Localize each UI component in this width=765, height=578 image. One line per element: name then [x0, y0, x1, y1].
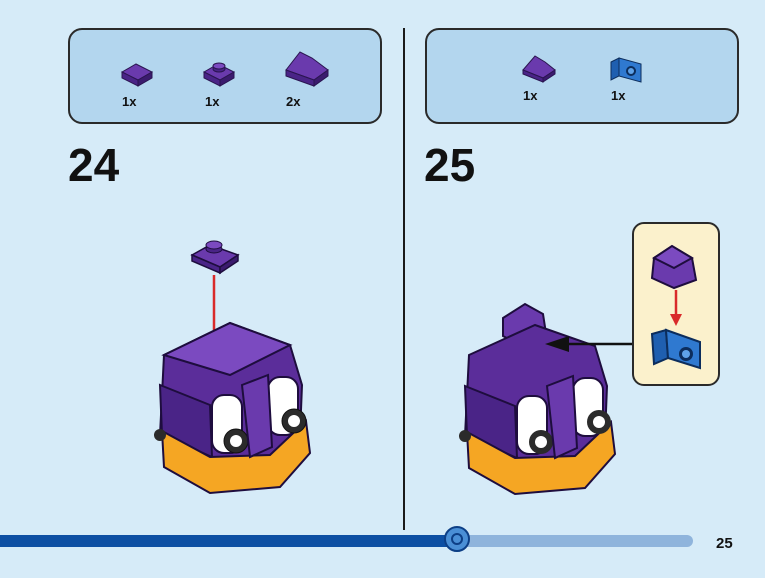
purple-slope-icon	[522, 55, 556, 83]
qty-label: 1x	[122, 94, 137, 109]
qty-label: 1x	[611, 88, 626, 103]
progress-fill	[0, 535, 457, 547]
purple-slope-icon	[650, 244, 698, 290]
qty-label: 1x	[205, 94, 220, 109]
purple-plate-1x1-icon	[190, 240, 240, 275]
purple-plate-1x1-icon	[202, 62, 236, 87]
step-number-24: 24	[68, 139, 120, 191]
qty-label: 2x	[286, 94, 301, 109]
sub-assembly-callout	[632, 222, 720, 386]
placement-arrow	[670, 290, 682, 326]
progress-knob	[444, 526, 470, 552]
parts-box-step-25: 1x 1x	[425, 28, 739, 124]
blue-bracket-icon	[610, 57, 642, 83]
step-25-model-illustration	[459, 302, 617, 496]
callout-pointer-arrow	[545, 336, 635, 352]
step-number-25: 25	[424, 139, 476, 191]
blue-bracket-icon	[650, 328, 701, 370]
step-divider	[403, 28, 405, 530]
purple-tile-1x1-icon	[120, 63, 154, 87]
parts-box-step-24: 1x 1x 2x	[68, 28, 382, 124]
purple-slope-icon	[285, 51, 329, 87]
page-number: 25	[716, 535, 733, 552]
qty-label: 1x	[523, 88, 538, 103]
step-24-model-illustration	[154, 240, 312, 495]
